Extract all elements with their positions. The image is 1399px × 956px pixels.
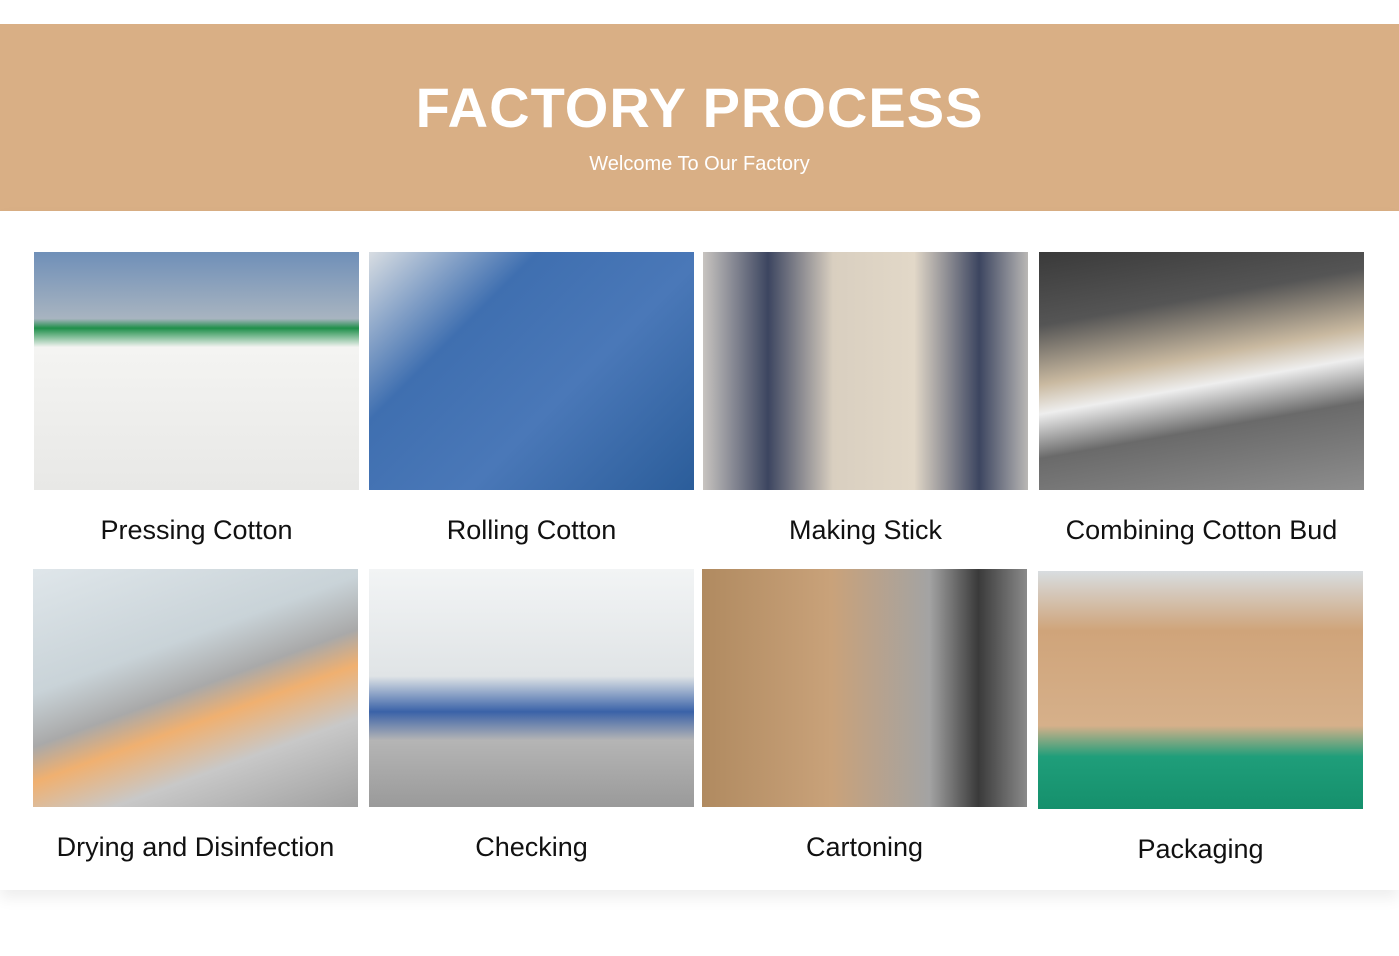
process-step-drying-disinfection: Drying and Disinfection [33, 569, 358, 863]
process-step-checking: Checking [369, 569, 694, 863]
process-step-rolling-cotton: Rolling Cotton [369, 252, 694, 546]
step-label: Drying and Disinfection [56, 832, 335, 862]
process-step-combining-cotton-bud: Combining Cotton Bud [1039, 252, 1364, 546]
process-step-cartoning: Cartoning [702, 569, 1027, 863]
header-banner: FACTORY PROCESS Welcome To Our Factory [0, 24, 1399, 211]
page-subtitle: Welcome To Our Factory [589, 153, 810, 175]
step-label: Cartoning [805, 832, 924, 862]
cotton-bud-combining-photo [1039, 252, 1364, 490]
drying-disinfection-photo [33, 569, 358, 807]
step-label: Pressing Cotton [100, 515, 293, 545]
process-step-pressing-cotton: Pressing Cotton [34, 252, 359, 546]
page-title: FACTORY PROCESS [415, 76, 984, 139]
process-step-packaging: Packaging [1038, 571, 1363, 865]
step-label: Making Stick [788, 515, 943, 545]
step-label: Packaging [1137, 834, 1264, 864]
cotton-pressing-machine-photo [34, 252, 359, 490]
cartoning-machine-photo [702, 569, 1027, 807]
checking-workshop-photo [369, 569, 694, 807]
packaging-warehouse-photo [1038, 571, 1363, 809]
stick-making-machine-photo [703, 252, 1028, 490]
step-label: Checking [475, 832, 588, 862]
cotton-rolling-machine-photo [369, 252, 694, 490]
step-label: Rolling Cotton [446, 515, 617, 545]
step-label: Combining Cotton Bud [1065, 515, 1338, 545]
process-step-making-stick: Making Stick [703, 252, 1028, 546]
